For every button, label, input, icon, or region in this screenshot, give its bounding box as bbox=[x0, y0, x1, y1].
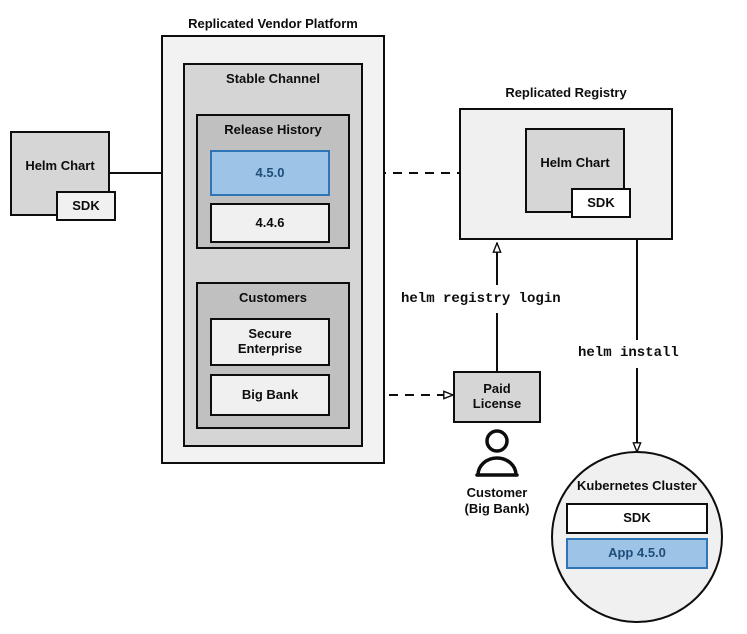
customer-secure-enterprise[interactable]: Secure Enterprise bbox=[210, 318, 330, 366]
registry-sdk-label: SDK bbox=[587, 194, 615, 210]
cluster-sdk-label: SDK bbox=[623, 510, 651, 526]
paid-license-label: Paid License bbox=[472, 381, 522, 411]
source-helm-chart-label: Helm Chart bbox=[25, 158, 95, 174]
stable-channel-title: Stable Channel bbox=[226, 71, 320, 86]
cluster-app-label: App 4.5.0 bbox=[608, 545, 666, 561]
release-450-label: 4.5.0 bbox=[255, 164, 285, 180]
release-item-446[interactable]: 4.4.6 bbox=[210, 203, 330, 243]
paid-license-box[interactable]: Paid License bbox=[453, 371, 541, 423]
release-446-label: 4.4.6 bbox=[255, 214, 285, 230]
customers-title: Customers bbox=[239, 290, 307, 305]
command-helm-registry-login: helm registry login bbox=[401, 291, 561, 307]
replicated-registry-title: Replicated Registry bbox=[505, 85, 627, 100]
vendor-platform-title: Replicated Vendor Platform bbox=[188, 16, 358, 31]
customer-actor-line1: Customer bbox=[466, 485, 528, 500]
command-helm-install: helm install bbox=[578, 345, 679, 361]
source-helm-chart[interactable]: Helm Chart bbox=[10, 131, 110, 216]
registry-helm-chart-sdk[interactable]: SDK bbox=[571, 188, 631, 218]
kubernetes-cluster-title: Kubernetes Cluster bbox=[577, 478, 697, 493]
customer-person-icon bbox=[475, 429, 519, 477]
kubernetes-cluster-circle bbox=[551, 451, 723, 623]
customer-big-bank[interactable]: Big Bank bbox=[210, 374, 330, 416]
release-item-450[interactable]: 4.5.0 bbox=[210, 150, 330, 196]
customer-secure-enterprise-label: Secure Enterprise bbox=[237, 326, 303, 356]
release-history-title: Release History bbox=[224, 122, 322, 137]
source-helm-chart-sdk[interactable]: SDK bbox=[56, 191, 116, 221]
customer-actor-line2: (Big Bank) bbox=[464, 501, 530, 516]
cluster-component-sdk[interactable]: SDK bbox=[566, 503, 708, 534]
customer-big-bank-label: Big Bank bbox=[241, 386, 299, 402]
registry-helm-chart-label: Helm Chart bbox=[540, 155, 610, 171]
source-sdk-label: SDK bbox=[72, 197, 100, 213]
cluster-component-app[interactable]: App 4.5.0 bbox=[566, 538, 708, 569]
